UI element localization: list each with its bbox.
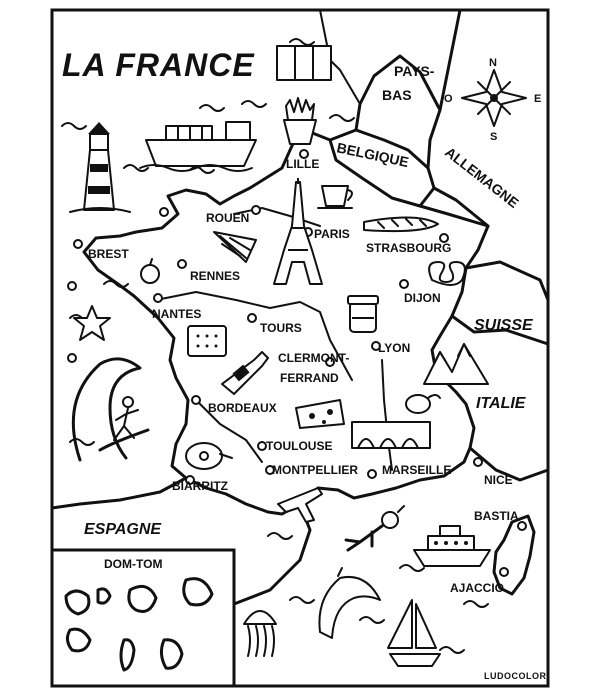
city-brest: BREST (88, 247, 129, 261)
jam-jar-icon (347, 295, 379, 333)
page-title: LA FRANCE (62, 47, 255, 83)
city-clermont-1: CLERMONT- (278, 351, 349, 365)
lighthouse-icon (69, 122, 131, 213)
city-rennes: RENNES (190, 269, 240, 283)
dom-tom-islands (64, 577, 214, 672)
dolphin-icon (318, 567, 381, 639)
fries-icon (283, 97, 317, 145)
city-tours: TOURS (260, 321, 302, 335)
city-lyon: LYON (378, 341, 410, 355)
compass-east: E (534, 93, 541, 105)
label-suisse: SUISSE (474, 317, 534, 334)
border-suisse-italie (450, 314, 550, 346)
river-loire (155, 291, 353, 381)
city-ajaccio: AJACCIO (450, 581, 504, 595)
city-rouen: ROUEN (206, 211, 249, 225)
compass-west: O (444, 93, 453, 105)
border-allemagne (438, 8, 462, 112)
apple-icon (140, 258, 160, 284)
city-nantes: NANTES (152, 307, 201, 321)
border-allemagne-2 (432, 186, 490, 228)
compass-rose-icon (461, 69, 527, 127)
biscuit-icon (187, 325, 227, 357)
sea-border-nw (319, 9, 361, 105)
crepe-icon (213, 231, 257, 263)
compass-north: N (489, 57, 497, 69)
baguette-icon (363, 216, 439, 233)
starfish-icon (73, 305, 111, 341)
dom-tom-inset (50, 548, 236, 688)
city-clermont-2: FERRAND (280, 371, 339, 385)
city-strasbourg: STRASBOURG (366, 241, 451, 255)
inset-title: DOM-TOM (104, 557, 162, 571)
border-espagne (50, 476, 188, 510)
city-dijon: DIJON (404, 291, 441, 305)
river-rhone (381, 359, 393, 471)
wine-bottle-icon (221, 351, 269, 395)
corsica (492, 514, 536, 596)
city-nice: NICE (484, 473, 513, 487)
city-marseille: MARSEILLE (382, 463, 451, 477)
sailboat-icon (387, 599, 441, 667)
lemon-icon (405, 394, 441, 414)
city-montpellier: MONTPELLIER (272, 463, 358, 477)
pretzel-icon (428, 261, 466, 286)
bridge-icon (351, 421, 431, 449)
diver-icon (344, 505, 405, 552)
city-paris: PARIS (314, 227, 350, 241)
surfer-icon (71, 357, 150, 462)
ham-icon (185, 442, 233, 470)
city-biarritz: BIARRITZ (172, 479, 228, 493)
city-bordeaux: BORDEAUX (208, 401, 277, 415)
city-lille: LILLE (286, 157, 319, 171)
border-suisse (464, 260, 550, 302)
cargo-ship-icon (139, 121, 257, 172)
river-garonne (195, 399, 263, 463)
ferry-icon (413, 525, 491, 567)
label-pays-bas-2: BAS (382, 87, 412, 103)
compass-south: S (490, 131, 497, 143)
flag-icon (276, 45, 332, 81)
river-seine (233, 207, 321, 227)
city-bastia: BASTIA (474, 509, 519, 523)
label-espagne: ESPAGNE (84, 521, 162, 538)
mountains-icon (423, 343, 489, 385)
border-pays-bas (354, 54, 442, 170)
coffee-cup-icon (317, 185, 353, 209)
cheese-icon (295, 399, 345, 429)
brand-logo: LUDOCOLOR (484, 671, 547, 681)
border-italie-coast (468, 446, 550, 482)
france-outline (82, 126, 490, 516)
jellyfish-icon (243, 610, 277, 657)
city-toulouse: TOULOUSE (266, 439, 332, 453)
airplane-icon (277, 487, 323, 523)
label-italie: ITALIE (476, 395, 527, 412)
eiffel-tower-icon (273, 178, 323, 285)
label-pays-bas-1: PAYS- (394, 63, 435, 79)
city-dots (67, 149, 527, 577)
